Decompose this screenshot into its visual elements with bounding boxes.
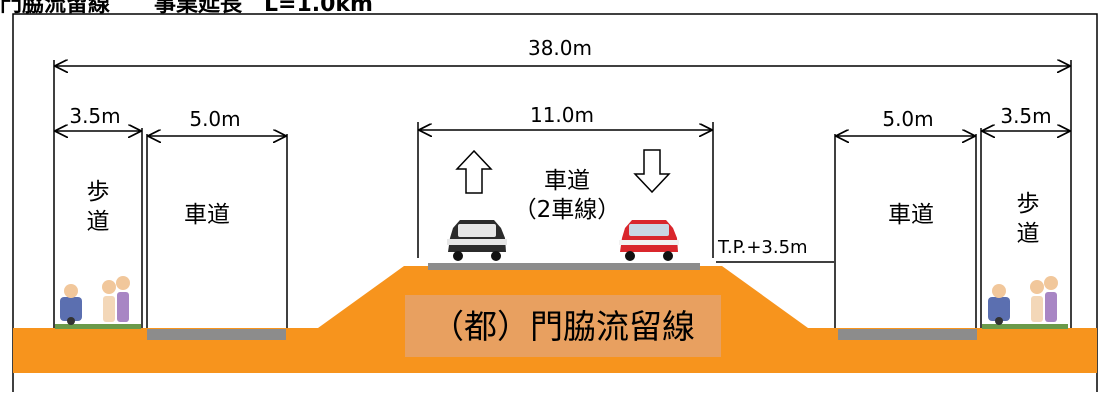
dim-roadway-left: 5.0m — [189, 107, 240, 131]
page-title: 門脇流留線 事業延長 L=1.0km — [0, 0, 373, 17]
label-center-roadway: 車道 — [544, 168, 590, 194]
pedestrian-icon — [60, 276, 130, 325]
pedestrian-icon — [988, 276, 1058, 325]
pavement-left-roadway — [147, 329, 286, 340]
label-sidewalk-left-1: 歩 — [87, 179, 110, 205]
down-arrow-icon — [633, 149, 671, 194]
label-sidewalk-left-2: 道 — [87, 209, 110, 235]
dim-sidewalk-right: 3.5m — [1000, 104, 1051, 128]
label-center-lanes: （2車線） — [514, 197, 621, 223]
label-sidewalk-right-1: 歩 — [1017, 191, 1040, 217]
dim-roadway-right: 5.0m — [882, 107, 933, 131]
label-roadway-left: 車道 — [184, 202, 230, 228]
dim-center: 11.0m — [530, 103, 594, 127]
car-icon — [447, 220, 507, 261]
frame — [12, 13, 1098, 392]
pavement-right-roadway — [838, 329, 977, 340]
label-sidewalk-right-2: 道 — [1017, 221, 1040, 247]
dim-total: 38.0m — [528, 36, 592, 60]
highway-label-box — [405, 295, 721, 357]
elevation-label: T.P.+3.5m — [717, 237, 808, 258]
boundary-lines — [53, 60, 1072, 328]
up-arrow-icon — [455, 149, 493, 194]
car-icon — [619, 220, 679, 261]
dim-sidewalk-left: 3.5m — [69, 104, 120, 128]
label-roadway-right: 車道 — [888, 202, 934, 228]
pavement-right-sidewalk — [982, 324, 1068, 329]
pavement-left-sidewalk — [55, 324, 141, 329]
highway-label: （都）門脇流留線 — [431, 307, 695, 346]
pavement-center — [428, 263, 700, 270]
